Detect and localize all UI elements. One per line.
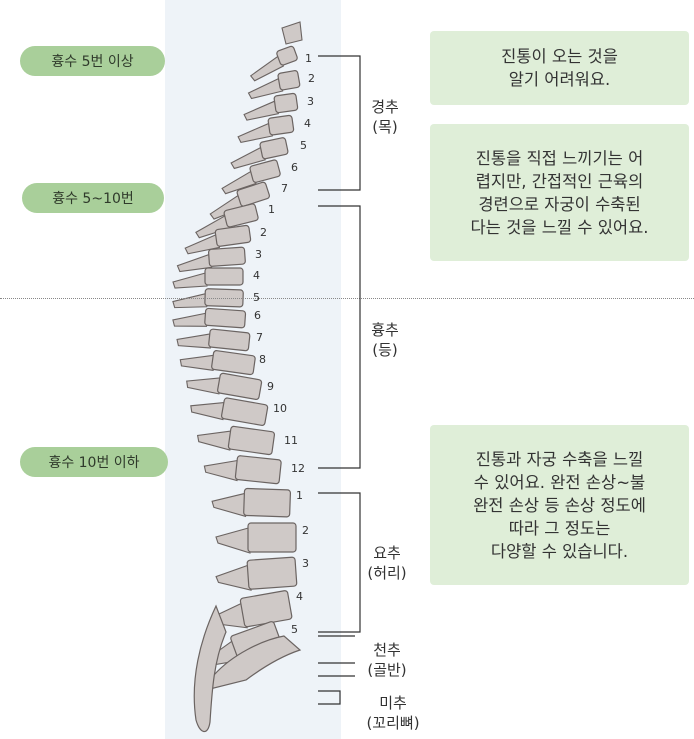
bracket-cervical (318, 56, 360, 190)
bracket-thoracic (318, 206, 360, 468)
bracket-lumbar (318, 493, 360, 632)
bracket-coccyx (318, 691, 340, 704)
